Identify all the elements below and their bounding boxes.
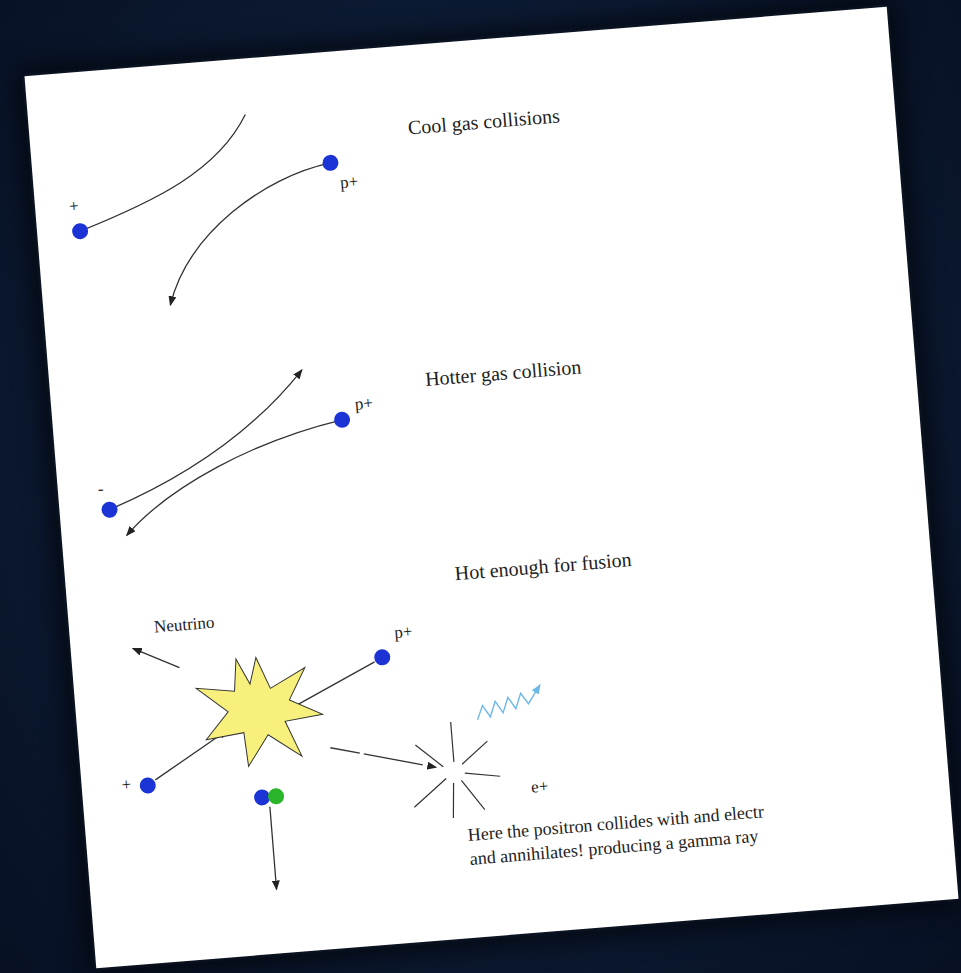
slide-card: Cool gas collisions + p+ Hotter gas collisi… — [25, 7, 959, 968]
positron-arrow — [330, 739, 436, 775]
section-heading: Hot enough for fusion — [454, 547, 633, 585]
charge-label: - — [97, 479, 104, 500]
section-heading: Cool gas collisions — [407, 103, 561, 139]
particle-label: Neutrino — [153, 613, 215, 638]
particle-label: e+ — [530, 776, 549, 798]
particle-path — [160, 163, 341, 305]
particle-path — [72, 115, 254, 232]
particle-label: p+ — [354, 393, 374, 415]
fusion-burst — [194, 652, 326, 770]
gamma-ray — [475, 685, 542, 720]
particle-path — [119, 420, 350, 536]
charge-label: + — [121, 775, 132, 796]
particles — [68, 153, 402, 817]
particle-label: p+ — [339, 172, 359, 194]
charge-label: + — [68, 196, 79, 217]
neutrino-arrow — [133, 645, 180, 672]
annihilation-burst — [408, 718, 503, 821]
particle-label: p+ — [394, 622, 414, 644]
particle-path — [100, 370, 312, 510]
deuterium-arrow — [270, 807, 277, 890]
section-heading: Hotter gas collision — [424, 354, 582, 390]
